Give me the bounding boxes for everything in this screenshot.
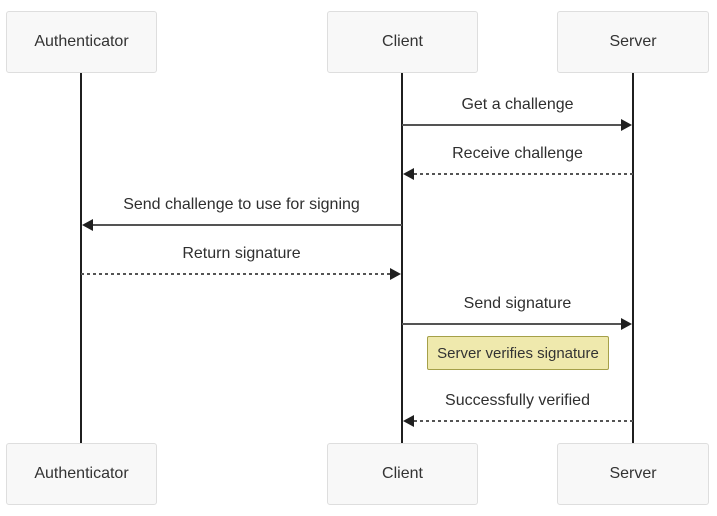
- actor-top-client: Client: [327, 11, 478, 73]
- actor-bottom-authenticator: Authenticator: [6, 443, 157, 505]
- note-box: Server verifies signature: [427, 336, 609, 370]
- message-line: [93, 224, 402, 226]
- lifeline-client: [401, 73, 403, 443]
- actor-label: Authenticator: [34, 465, 129, 482]
- message-line: [402, 124, 621, 126]
- actor-label: Server: [609, 465, 657, 482]
- actor-top-authenticator: Authenticator: [6, 11, 157, 73]
- actor-label: Server: [609, 33, 657, 50]
- actor-top-server: Server: [557, 11, 709, 73]
- actor-bottom-client: Client: [327, 443, 478, 505]
- message-label: Successfully verified: [445, 392, 590, 409]
- message-label: Return signature: [182, 245, 301, 262]
- arrowhead-left: [403, 415, 414, 427]
- arrowhead-right: [621, 119, 632, 131]
- message-line: [414, 173, 633, 175]
- message-label: Send signature: [463, 295, 572, 312]
- actor-label: Authenticator: [34, 33, 129, 50]
- arrowhead-left: [403, 168, 414, 180]
- note-label: Server verifies signature: [437, 344, 599, 362]
- message-label: Send challenge to use for signing: [123, 196, 360, 213]
- message-line: [81, 273, 390, 275]
- lifeline-authenticator: [80, 73, 82, 443]
- message-line: [402, 323, 621, 325]
- actor-label: Client: [382, 33, 423, 50]
- message-label: Get a challenge: [461, 96, 574, 113]
- lifeline-server: [632, 73, 634, 443]
- arrowhead-left: [82, 219, 93, 231]
- actor-label: Client: [382, 465, 423, 482]
- arrowhead-right: [390, 268, 401, 280]
- message-line: [414, 420, 633, 422]
- actor-bottom-server: Server: [557, 443, 709, 505]
- arrowhead-right: [621, 318, 632, 330]
- message-label: Receive challenge: [452, 145, 583, 162]
